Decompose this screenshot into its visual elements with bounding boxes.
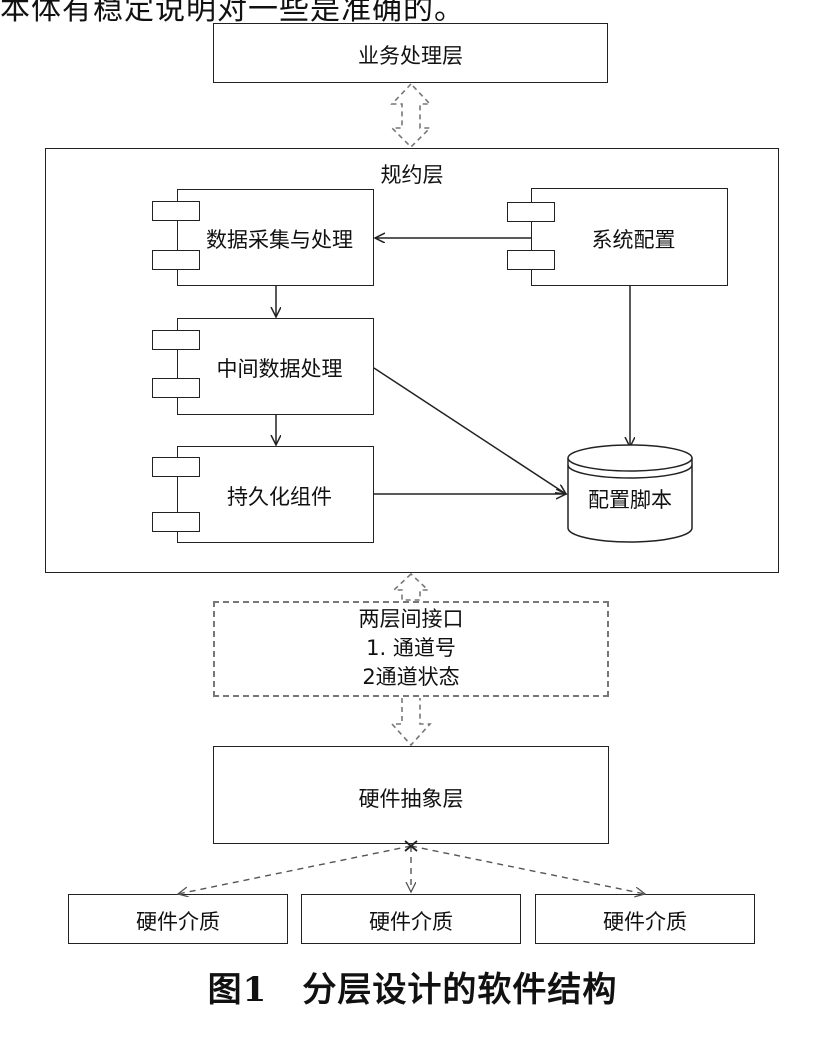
component-port-icon	[507, 202, 555, 222]
database-cylinder-icon	[567, 444, 693, 543]
bidirectional-dashed-arrow	[391, 572, 431, 601]
system-config-label: 系统配置	[591, 228, 676, 252]
component-data-collection: 数据采集与处理	[177, 189, 374, 286]
junction-cross-icon	[404, 840, 418, 852]
hardware-abstraction-layer-box: 硬件抽象层	[213, 746, 609, 844]
hardware-media-label: 硬件介质	[369, 910, 453, 934]
component-port-icon	[507, 250, 555, 270]
component-port-icon	[152, 330, 200, 350]
business-layer-label: 业务处理层	[358, 44, 463, 68]
config-script-label: 配置脚本	[588, 488, 672, 512]
protocol-layer-label: 规约层	[380, 163, 444, 187]
hardware-media-label: 硬件介质	[603, 910, 687, 934]
component-persistence: 持久化组件	[177, 446, 374, 543]
hardware-media-box-2: 硬件介质	[301, 894, 521, 944]
layer-interface-box: 两层间接口 1. 通道号 2通道状态	[213, 601, 609, 697]
component-port-icon	[152, 378, 200, 398]
component-intermediate-data: 中间数据处理	[177, 318, 374, 415]
hardware-media-connectors	[178, 845, 645, 894]
interface-item-channel-number: 1. 通道号	[366, 636, 456, 660]
component-port-icon	[152, 457, 200, 477]
interface-item-channel-status: 2通道状态	[362, 665, 460, 689]
hardware-media-label: 硬件介质	[136, 910, 220, 934]
preceding-text-fragment: 本体有稳定说明对一些是准确的。	[0, 0, 465, 27]
persistence-label: 持久化组件	[227, 485, 332, 509]
interface-title: 两层间接口	[358, 607, 464, 631]
arrow-intermediate-to-script	[373, 367, 566, 494]
data-collection-label: 数据采集与处理	[206, 228, 353, 252]
component-port-icon	[152, 250, 200, 270]
component-port-icon	[152, 201, 200, 221]
component-system-config: 系统配置	[531, 188, 728, 286]
bidirectional-dashed-arrow	[390, 82, 432, 149]
hardware-abstraction-label: 硬件抽象层	[358, 787, 464, 811]
component-port-icon	[152, 512, 200, 532]
figure-caption: 图1 分层设计的软件结构	[207, 970, 618, 1010]
bidirectional-dashed-arrow	[390, 698, 432, 747]
business-layer-box: 业务处理层	[213, 23, 608, 83]
intermediate-data-label: 中间数据处理	[216, 357, 343, 381]
